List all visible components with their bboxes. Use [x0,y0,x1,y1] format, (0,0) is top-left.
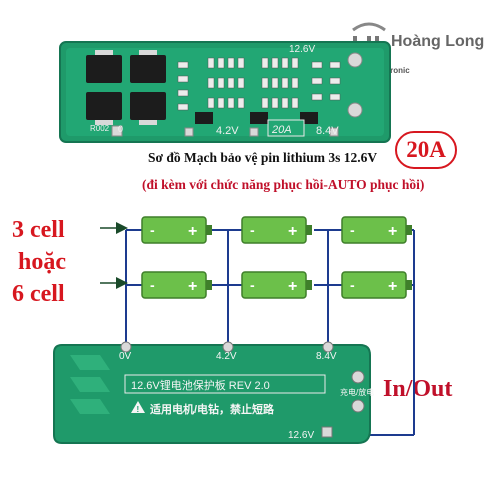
smd-components [177,57,341,111]
battery-minus-label: - [350,277,355,293]
bottom-board: 12.6V锂电池保护板 REV 2.0 ! 适用电机/电钻，禁止短路 0V 4.… [53,341,374,444]
warning-icon: ! [131,401,145,414]
battery-cell: -+ [241,271,312,299]
board-warning: 适用电机/电钻，禁止短路 [150,402,275,416]
battery-minus-label: - [250,222,255,238]
battery-plus-label: + [188,278,197,295]
mosfet-group [86,50,166,125]
battery-cell: -+ [341,271,412,299]
battery-plus-label: + [188,223,197,240]
battery-array: -+-+-+-+-+-+ [141,216,412,299]
battery-cell: -+ [141,271,212,299]
wiring-diagram: -+-+-+-+-+-+ 12.6V锂电池保护板 REV 2.0 ! 适用电机/… [53,216,415,444]
svg-text:!: ! [137,405,140,414]
cells-label-6: 6 cell [12,281,65,307]
top-label-12v6: 12.6V [289,44,315,55]
brand-name: Hoàng Long [391,33,485,50]
top-label-4v2: 4.2V [216,125,239,137]
top-label-r002: R002 [90,124,110,133]
battery-plus-label: + [388,278,397,295]
top-label-8v4: 8.4V [316,125,339,137]
battery-cell: -+ [241,216,312,244]
cells-label-3: 3 cell [12,217,65,243]
battery-cell: -+ [141,216,212,244]
board-label-12v6: 12.6V [288,430,314,441]
diagram-title: Sơ đồ Mạch bảo vệ pin lithium 3s 12.6V [148,150,378,165]
board-label-4v2: 4.2V [216,351,237,362]
board-title: 12.6V锂电池保护板 REV 2.0 [131,378,270,392]
top-label-0v: 0 [118,124,123,134]
board-label-8v4: 8.4V [316,351,337,362]
battery-plus-label: + [388,223,397,240]
solder-pads [111,52,363,137]
battery-cell: -+ [341,216,412,244]
battery-minus-label: - [150,277,155,293]
board-label-0v: 0V [119,351,132,362]
in-out-label: In/Out [383,376,453,402]
diagram-subtitle: (đi kèm với chức năng phục hồi-AUTO phục… [142,177,425,192]
battery-plus-label: + [288,223,297,240]
battery-minus-label: - [150,222,155,238]
top-label-20a: 20A [271,124,292,136]
current-rating-badge: 20A [395,131,457,169]
top-board: R002 0 4.2V 20A 8.4V 12.6V [59,41,391,143]
battery-minus-label: - [250,277,255,293]
battery-plus-label: + [288,278,297,295]
cells-label-or: hoặc [18,249,66,275]
board-label-charge: 充电/放电 [340,387,374,397]
battery-minus-label: - [350,222,355,238]
